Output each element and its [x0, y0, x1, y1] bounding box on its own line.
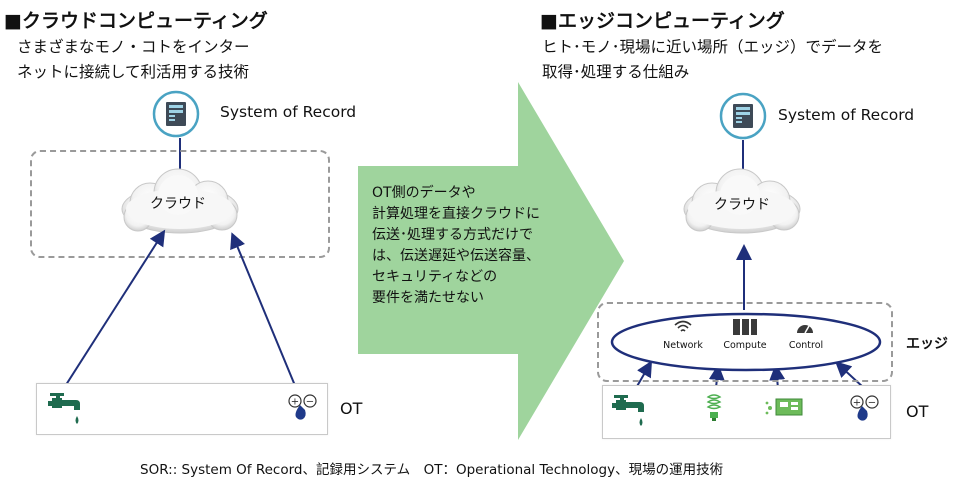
edge-item-compute: Compute [723, 340, 767, 351]
left-cloud-area [30, 150, 330, 258]
right-cloud-label: クラウド [714, 197, 770, 213]
center-transition-arrow [358, 82, 624, 440]
compute-icon [733, 319, 757, 335]
faucet-icon [612, 395, 644, 426]
left-ot-label: OT [340, 399, 363, 418]
network-wifi-icon [674, 320, 692, 332]
left-sor-label: System of Record [220, 103, 357, 121]
energy-bulb-icon [706, 394, 722, 421]
edge-item-control: Control [788, 340, 824, 351]
footnote: SOR:: System Of Record、記録用システム OT：Operat… [140, 462, 724, 478]
right-server-icon [719, 92, 767, 140]
right-flow-arrows [635, 244, 865, 389]
svg-text:−: − [306, 397, 314, 408]
arrow-text-line: 計算処理を直接クラウドに [372, 206, 540, 222]
edge-label: エッジ [906, 336, 948, 352]
arrow-text-line: OT側のデータや [372, 185, 476, 201]
right-cloud-icon [683, 168, 801, 234]
left-cloud-icon [121, 168, 239, 234]
right-ot-label: OT [906, 402, 929, 421]
right-edge-area [597, 302, 893, 382]
left-upload-arrows [63, 229, 297, 389]
faucet-icon [48, 393, 80, 424]
left-cloud-label: クラウド [150, 196, 206, 212]
svg-text:+: + [291, 397, 299, 408]
center-arrow-text: OT側のデータや 計算処理を直接クラウドに 伝送･処理する方式だけで は、伝送遅… [372, 183, 540, 309]
sensor-board-icon [765, 398, 803, 416]
arrow-text-line: 要件を満たせない [372, 290, 484, 306]
left-desc-line2: ネットに接続して利活用する技術 [17, 63, 250, 81]
right-ot-box [602, 385, 891, 439]
right-sor-connector [742, 140, 744, 174]
control-gauge-icon [797, 325, 813, 334]
water-drop-icon: + − [288, 394, 317, 420]
left-desc-line1: さまざまなモノ・コトをインター [17, 38, 250, 56]
water-drop-icon: + − [850, 395, 879, 421]
right-desc-line2: 取得･処理する仕組み [542, 63, 690, 81]
right-sor-label: System of Record [778, 106, 915, 124]
left-server-icon [152, 90, 200, 138]
svg-text:+: + [853, 398, 861, 409]
svg-text:−: − [868, 398, 876, 409]
arrow-text-line: は、伝送遅延や伝送容量、 [372, 248, 540, 264]
right-title: ■エッジコンピューティング [540, 10, 785, 32]
edge-item-network: Network [663, 340, 703, 351]
left-ot-box [36, 383, 328, 435]
left-title: ■クラウドコンピューティング [4, 10, 268, 32]
arrow-text-line: セキュリティなどの [372, 269, 498, 285]
arrow-text-line: 伝送･処理する方式だけで [372, 227, 533, 243]
right-desc-line1: ヒト･モノ･現場に近い場所（エッジ）でデータを [542, 38, 884, 56]
